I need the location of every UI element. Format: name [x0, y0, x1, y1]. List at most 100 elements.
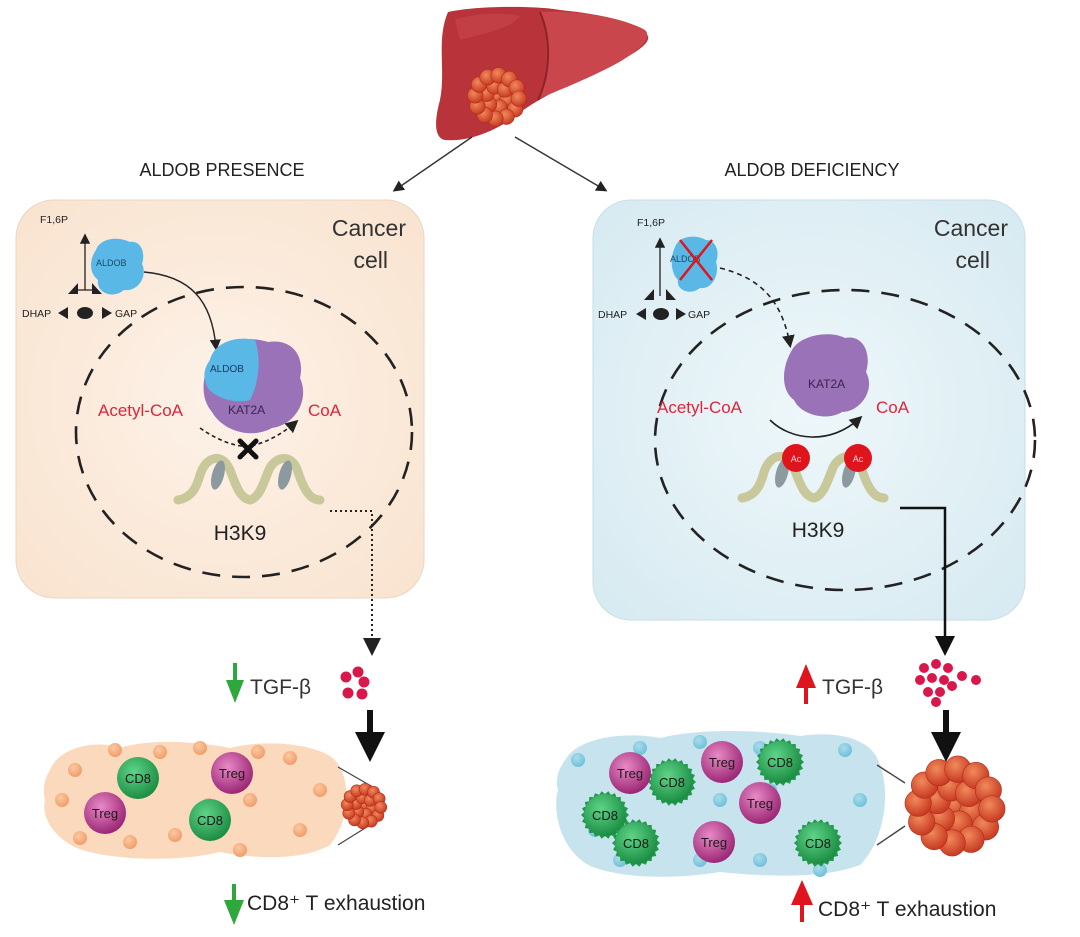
cell-type-label: CD8: [805, 836, 831, 851]
stromal-cell: [753, 853, 767, 867]
metabolite-dhap-def: DHAP: [598, 309, 627, 321]
stromal-cell: [233, 843, 247, 857]
cell-type-label: CD8: [767, 755, 793, 770]
liver-icon: [436, 6, 649, 141]
cell-label-presence: Cancer: [332, 215, 406, 241]
stromal-cell: [283, 751, 297, 765]
acetylation-arrow: [769, 415, 863, 438]
treg-cell: Treg: [211, 752, 253, 794]
zoom-line-lower-deficiency: [876, 825, 906, 846]
metabolite-f16p: F1,6P: [40, 214, 68, 226]
stromal-cell: [123, 835, 137, 849]
acetyl-coa-presence: Acetyl-CoA: [98, 401, 184, 420]
stromal-cell: [108, 743, 122, 757]
stromal-cell: [251, 745, 265, 759]
metabolite-f16p-def: F1,6P: [637, 217, 665, 229]
exhaustion-up-arrow-icon: [791, 880, 813, 922]
acetyl-coa-deficiency: Acetyl-CoA: [657, 398, 743, 417]
ac-label-2: Ac: [853, 454, 864, 464]
tgf-molecules-presence: [340, 666, 370, 700]
stromal-cell: [853, 793, 867, 807]
tumor-small-icon: [340, 782, 388, 830]
acetyl-mark-1: Ac: [782, 444, 810, 472]
kat2a-enzyme-deficiency: KAT2A: [784, 334, 870, 417]
stromal-cell: [813, 863, 827, 877]
panel-title-presence: ALDOB PRESENCE: [139, 160, 304, 180]
panel-title-deficiency: ALDOB DEFICIENCY: [724, 160, 899, 180]
treg-cell: Treg: [609, 752, 651, 794]
signaling-path-presence: [330, 510, 373, 640]
aldob-label-complex: ALDOB: [210, 364, 244, 375]
tgf-up-arrow-icon: [796, 664, 816, 704]
cell-label-deficiency: Cancer: [934, 215, 1008, 241]
metabolite-gap-def: GAP: [688, 309, 710, 321]
outcome-label-deficiency: CD8⁺ T exhaustion: [818, 898, 996, 921]
kat2a-label-presence: KAT2A: [228, 403, 265, 417]
treg-cell: Treg: [693, 821, 735, 863]
stromal-cell: [168, 828, 182, 842]
zoom-line-upper-presence: [337, 766, 379, 791]
block-x-icon: [237, 438, 259, 460]
down-arrow-to-tumor-presence: [355, 710, 385, 762]
aldob-kat2a-complex: ALDOB KAT2A: [203, 338, 304, 434]
nucleus-presence: [74, 285, 414, 579]
stromal-cell: [73, 831, 87, 845]
cell-type-label: CD8: [623, 836, 649, 851]
coa-deficiency: CoA: [876, 398, 910, 417]
aldob-label-small: ALDOB: [96, 258, 127, 268]
nucleosome-presence: [173, 454, 325, 505]
arrow-to-deficiency: [514, 136, 608, 192]
deletion-x-icon: [679, 239, 713, 281]
cd8-t-cell: CD8: [648, 758, 696, 806]
outcome-label-presence: CD8⁺ T exhaustion: [247, 892, 425, 915]
stromal-cell: [693, 735, 707, 749]
liver-tumor-icon: [467, 67, 527, 127]
cell-type-label: Treg: [219, 766, 245, 781]
treg-cell: Treg: [84, 792, 126, 834]
aldob-enzyme-presence: ALDOB: [91, 238, 144, 295]
cell-type-label: Treg: [92, 806, 118, 821]
cell-label-presence-2: cell: [353, 247, 388, 273]
aldob-deleted-enzyme: ALDOB: [670, 236, 718, 292]
signaling-path-deficiency: [900, 506, 947, 640]
tumor-large-icon: [904, 755, 1006, 857]
tgf-molecules-deficiency: [915, 659, 981, 707]
stromal-cell: [571, 753, 585, 767]
cd8-t-cell: CD8: [581, 791, 629, 839]
kat2a-label-deficiency: KAT2A: [808, 377, 845, 391]
cd8-t-cell: CD8: [117, 757, 159, 799]
stromal-cell: [153, 745, 167, 759]
cell-type-label: Treg: [701, 835, 727, 850]
arrow-to-presence: [392, 136, 473, 192]
cell-type-label: Treg: [709, 755, 735, 770]
histone-label-presence: H3K9: [214, 522, 267, 545]
stromal-cell: [68, 763, 82, 777]
tgf-down-arrow-icon: [226, 663, 244, 703]
stromal-cell: [55, 793, 69, 807]
cd8-t-cell: CD8: [794, 819, 842, 867]
cell-type-label: CD8: [197, 813, 223, 828]
cell-type-label: CD8: [125, 771, 151, 786]
tgf-label-deficiency: TGF-β: [822, 676, 883, 699]
histone-label-deficiency: H3K9: [792, 519, 845, 542]
stromal-cell: [313, 783, 327, 797]
tgf-label-presence: TGF-β: [250, 676, 311, 699]
stromal-cell: [243, 793, 257, 807]
cell-type-label: Treg: [617, 766, 643, 781]
glycolysis-presence: F1,6P DHAP GAP: [22, 214, 137, 320]
cd8-t-cell: CD8: [612, 819, 660, 867]
zoom-line-upper-deficiency: [876, 764, 906, 784]
acetyl-mark-2: Ac: [844, 444, 872, 472]
glycolysis-deficiency: F1,6P DHAP GAP: [598, 217, 710, 321]
cell-type-label: CD8: [659, 775, 685, 790]
treg-cell: Treg: [739, 782, 781, 824]
cell-type-label: CD8: [592, 808, 618, 823]
stromal-cell: [838, 743, 852, 757]
stromal-cell: [293, 823, 307, 837]
stromal-cell: [193, 741, 207, 755]
cell-type-label: Treg: [747, 796, 773, 811]
cd8-t-cell: CD8: [189, 799, 231, 841]
aldob-label-deleted: ALDOB: [670, 254, 701, 264]
cell-label-deficiency-2: cell: [955, 247, 990, 273]
translocation-arrow-deficiency: [719, 267, 795, 349]
